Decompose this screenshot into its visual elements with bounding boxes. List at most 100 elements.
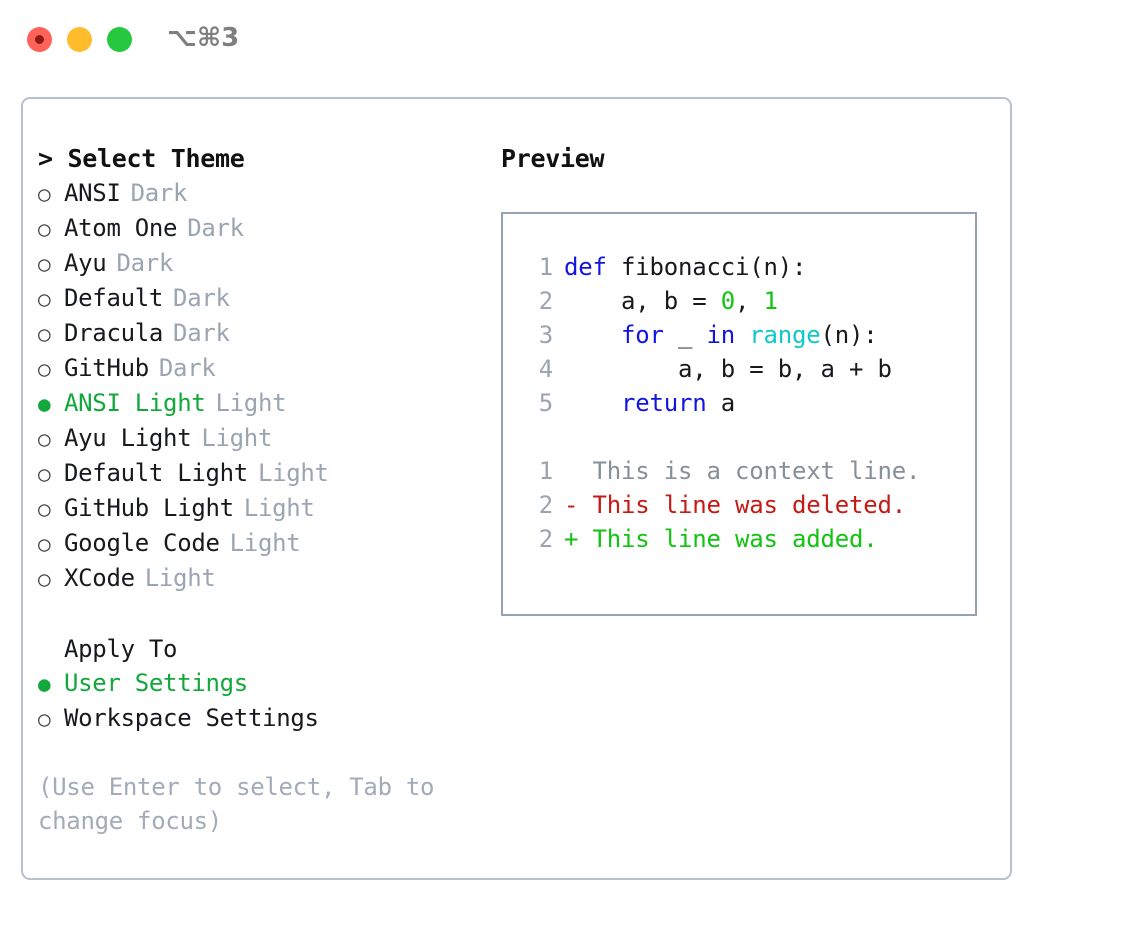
code-line-number: 1 xyxy=(538,253,553,281)
maximize-window-button[interactable] xyxy=(107,27,132,52)
code-token: a, b = xyxy=(564,287,721,315)
code-token: 1 xyxy=(763,287,778,315)
theme-name-label: Google Code xyxy=(64,529,220,557)
theme-list-item[interactable]: ○ GitHub Light Light xyxy=(38,491,478,526)
code-token xyxy=(564,318,621,352)
theme-name-label: ANSI xyxy=(64,179,121,207)
code-token: range xyxy=(749,321,821,349)
theme-kind-label: Dark xyxy=(116,249,174,277)
radio-unselected-icon: ○ xyxy=(38,182,51,206)
theme-name-label: ANSI Light xyxy=(64,389,206,417)
theme-kind-label: Dark xyxy=(158,354,216,382)
close-window-button[interactable] xyxy=(27,27,52,52)
radio-unselected-icon: ○ xyxy=(38,217,51,241)
diff-marker: + xyxy=(564,525,593,553)
code-token: a, b = b, a + b xyxy=(564,355,892,383)
keyboard-hint-text: (Use Enter to select, Tab to change focu… xyxy=(38,773,435,835)
code-line: 4 a, b = b, a + b xyxy=(521,352,975,386)
diff-marker: - xyxy=(564,491,593,519)
code-line-number: 4 xyxy=(538,355,553,383)
title-bar: ⌥⌘3 xyxy=(0,0,1140,78)
theme-kind-label: Light xyxy=(229,529,301,557)
code-token: return xyxy=(621,389,707,417)
code-token: a xyxy=(706,389,735,417)
theme-list-item[interactable]: ○ Google Code Light xyxy=(38,526,478,561)
diff-line-number: 2 xyxy=(538,491,553,519)
code-token: def xyxy=(564,253,621,281)
theme-name-label: Ayu Light xyxy=(64,424,192,452)
theme-name-label: GitHub Light xyxy=(64,494,234,522)
diff-line-number: 1 xyxy=(538,457,553,485)
theme-kind-label: Dark xyxy=(130,179,188,207)
radio-unselected-icon: ○ xyxy=(38,322,51,346)
theme-name-label: Dracula xyxy=(64,319,164,347)
apply-to-item[interactable]: ○Workspace Settings xyxy=(38,701,478,736)
theme-name-label: XCode xyxy=(64,564,135,592)
preview-spacer xyxy=(521,420,975,454)
code-line: 1 def fibonacci(n): xyxy=(521,250,975,284)
apply-to-heading: Apply To xyxy=(64,635,178,663)
theme-name-label: Ayu xyxy=(64,249,107,277)
code-token xyxy=(735,318,749,352)
code-token: fibonacci(n): xyxy=(621,253,807,281)
theme-kind-label: Light xyxy=(257,459,329,487)
radio-unselected-icon: ○ xyxy=(38,287,51,311)
theme-name-label: GitHub xyxy=(64,354,149,382)
apply-to-item[interactable]: ● User Settings xyxy=(38,666,478,701)
theme-kind-label: Dark xyxy=(187,214,244,242)
radio-selected-icon: ● xyxy=(38,672,51,696)
diff-marker xyxy=(564,454,593,488)
code-line-number: 3 xyxy=(538,321,553,349)
diff-line: 1 This is a context line. xyxy=(521,454,975,488)
theme-kind-label: Light xyxy=(215,389,287,417)
theme-name-label: Default xyxy=(64,284,164,312)
diff-line: 2- This line was deleted. xyxy=(521,488,975,522)
theme-list-item[interactable]: ○ Ayu Dark xyxy=(38,246,478,281)
select-theme-heading: > Select Theme xyxy=(38,144,245,173)
code-line: 2 a, b = 0, 1 xyxy=(521,284,975,318)
code-line: 3 for _ in range(n): xyxy=(521,318,975,352)
code-line-number: 5 xyxy=(538,389,553,417)
apply-to-label: User Settings xyxy=(64,669,248,697)
theme-kind-label: Light xyxy=(201,424,273,452)
theme-kind-label: Light xyxy=(144,564,216,592)
code-token: 0 xyxy=(720,287,735,315)
theme-kind-label: Dark xyxy=(173,319,230,347)
radio-unselected-icon: ○ xyxy=(38,532,51,556)
theme-list-item[interactable]: ○ Dracula Dark xyxy=(38,316,478,351)
apply-to-group: Apply To ● User Settings ○Workspace Settin… xyxy=(38,632,478,736)
diff-line: 2 + This line was added. xyxy=(521,522,975,556)
code-token: for xyxy=(621,321,664,349)
code-token: (n): xyxy=(820,321,878,349)
code-line-number: 2 xyxy=(538,287,553,315)
radio-unselected-icon: ○ xyxy=(38,567,51,591)
radio-unselected-icon: ○ xyxy=(38,252,51,276)
diff-text: This is a context line. xyxy=(592,457,921,485)
apply-to-list: ● User Settings ○Workspace Settings xyxy=(38,666,478,736)
diff-text: This line was added. xyxy=(592,525,878,553)
radio-unselected-icon: ○ xyxy=(38,497,51,521)
theme-list-item[interactable]: ○ Atom One Dark xyxy=(38,211,478,246)
theme-list-item[interactable]: ○ XCode Light xyxy=(38,561,478,596)
theme-name-label: Default Light xyxy=(64,459,248,487)
code-line: 5 return a xyxy=(521,386,975,420)
minimize-window-button[interactable] xyxy=(67,27,92,52)
theme-name-label: Atom One xyxy=(64,214,178,242)
diff-line-number: 2 xyxy=(538,525,553,553)
keyboard-shortcut-label: ⌥⌘3 xyxy=(167,23,240,53)
preview-heading: Preview xyxy=(501,144,605,173)
theme-kind-label: Light xyxy=(243,494,315,522)
theme-list-item[interactable]: ○ ANSI Dark xyxy=(38,176,478,211)
